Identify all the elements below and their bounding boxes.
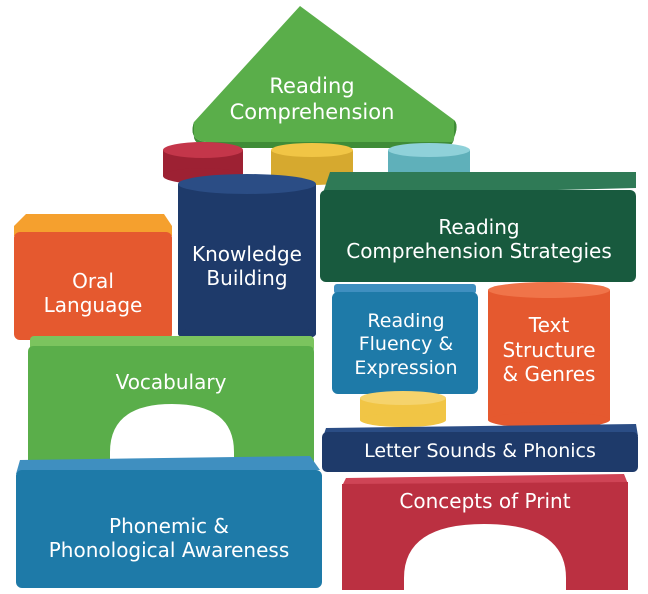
reading-fluency-label: Reading Fluency & Expression (354, 310, 458, 379)
phonemic-awareness-block (16, 456, 322, 588)
vocabulary-label: Vocabulary (115, 369, 227, 394)
reading-comprehension-strategies-block (320, 172, 636, 282)
letter-sounds-block (322, 424, 638, 472)
text-structure-block (488, 282, 610, 428)
concepts-of-print-block (342, 474, 628, 590)
small-yellow-cylinder (360, 391, 446, 427)
phonemic-awareness-label: Phonemic & Phonological Awareness (48, 513, 290, 562)
knowledge-building-label: Knowledge Building (192, 241, 302, 290)
letter-sounds-label: Letter Sounds & Phonics (364, 440, 596, 463)
oral-language-label: Oral Language (43, 268, 143, 317)
reading-comprehension-strategies-label: Reading Comprehension Strategies (346, 214, 612, 263)
concepts-of-print-label: Concepts of Print (399, 488, 571, 513)
reading-fluency-block (332, 284, 478, 394)
reading-comprehension-roof (192, 6, 457, 142)
oral-language-block (14, 214, 172, 340)
vocabulary-block (28, 336, 314, 470)
reading-comprehension-label: Reading Comprehension (229, 74, 395, 124)
knowledge-building-block (178, 174, 316, 344)
text-structure-label: Text Structure & Genres (502, 313, 596, 387)
